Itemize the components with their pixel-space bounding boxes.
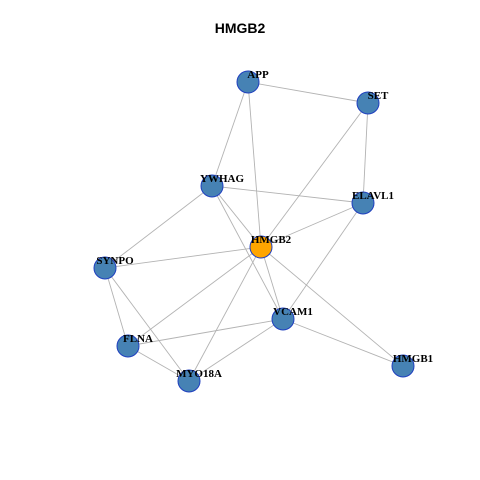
node-flna[interactable]	[116, 334, 140, 358]
node-label-hmgb1: HMGB1	[393, 353, 433, 365]
edge-hmgb2-vcam1	[260, 246, 284, 320]
edge-elavl1-vcam1	[282, 202, 364, 320]
node-myo18a[interactable]	[177, 369, 201, 393]
edge-hmgb2-myo18a	[188, 246, 262, 382]
node-label-set: SET	[368, 90, 389, 102]
edge-vcam1-flna	[127, 318, 284, 347]
edge-elavl1-hmgb2	[260, 202, 364, 248]
edge-hmgb2-hmgb1	[260, 246, 404, 367]
edge-synpo-myo18a	[104, 267, 190, 382]
nodes-layer	[93, 70, 415, 393]
edge-flna-myo18a	[127, 345, 190, 382]
edge-app-hmgb2	[247, 81, 262, 248]
node-label-synpo: SYNPO	[96, 255, 134, 267]
node-label-ywhag: YWHAG	[200, 173, 244, 185]
edge-synpo-flna	[104, 267, 129, 347]
node-label-elavl1: ELAVL1	[352, 190, 394, 202]
node-label-vcam1: VCAM1	[273, 306, 313, 318]
edge-vcam1-hmgb1	[282, 318, 404, 367]
node-vcam1[interactable]	[271, 307, 295, 331]
edge-ywhag-vcam1	[211, 185, 284, 320]
edge-ywhag-synpo	[104, 185, 213, 269]
graph-title: HMGB2	[214, 20, 266, 36]
node-elavl1[interactable]	[351, 191, 375, 215]
edge-hmgb2-synpo	[104, 246, 262, 269]
edge-ywhag-hmgb2	[211, 185, 262, 248]
edge-app-set	[247, 81, 369, 104]
node-ywhag[interactable]	[200, 174, 224, 198]
node-app[interactable]	[236, 70, 260, 94]
edge-ywhag-elavl1	[211, 185, 364, 204]
node-synpo[interactable]	[93, 256, 117, 280]
node-label-hmgb2: HMGB2	[251, 234, 292, 246]
edge-app-ywhag	[211, 81, 249, 187]
node-set[interactable]	[356, 91, 380, 115]
node-label-app: APP	[247, 69, 269, 81]
edge-set-hmgb2	[260, 102, 369, 248]
node-label-myo18a: MYO18A	[176, 368, 222, 380]
edge-vcam1-myo18a	[188, 318, 284, 382]
node-hmgb1[interactable]	[391, 354, 415, 378]
edge-set-elavl1	[362, 102, 369, 204]
edges-layer	[104, 81, 404, 382]
node-hmgb2[interactable]	[249, 235, 273, 259]
node-label-flna: FLNA	[123, 333, 153, 345]
